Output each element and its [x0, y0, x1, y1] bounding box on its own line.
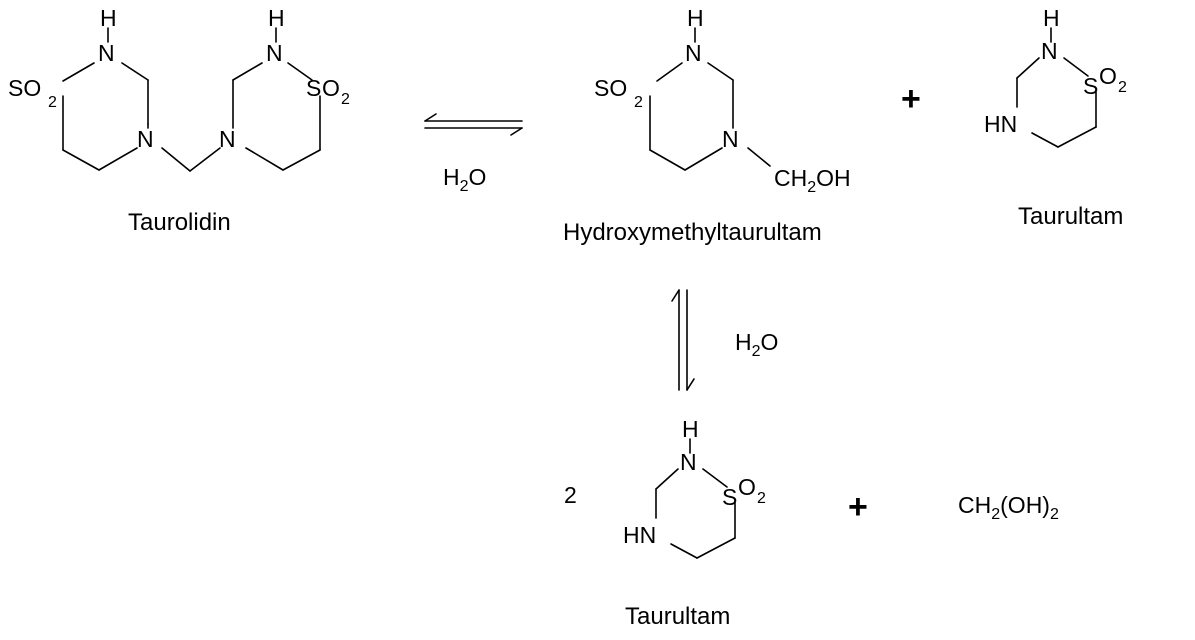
reagent-water-top: H2O [443, 164, 486, 195]
atom-n: N [98, 40, 115, 66]
atom-n: N [680, 449, 697, 475]
formaldehyde-hydrate: CH2(OH)2 [958, 492, 1059, 523]
atom-o: O [1099, 63, 1117, 89]
bond [1031, 132, 1059, 148]
atom-subscript: 2 [757, 490, 766, 507]
atom-so: SO [594, 75, 627, 101]
atom-h: H [268, 5, 285, 31]
bond [1016, 57, 1040, 79]
stoichiometric-coefficient: 2 [564, 482, 577, 508]
atom-h: H [1043, 5, 1060, 31]
atom-hn: HN [623, 522, 656, 548]
bond [1063, 57, 1089, 77]
taurultam-bottom-structure: H N S O 2 HN [623, 416, 766, 559]
equilibrium-arrow-vertical [671, 289, 695, 391]
atom-so: SO [8, 75, 41, 101]
bond [670, 543, 698, 559]
bond [702, 468, 728, 488]
bond [232, 62, 263, 81]
atom-n: N [722, 126, 739, 152]
hydroxymethyltaurultam-structure: SO 2 H N N CH2OH [594, 5, 851, 196]
compound-name-hydroxymethyltaurultam: Hydroxymethyltaurultam [563, 219, 822, 246]
atom-subscript: 2 [341, 91, 350, 108]
bond [655, 468, 679, 490]
bond [1057, 126, 1097, 148]
bond [161, 147, 191, 172]
plus-sign-bottom: + [848, 488, 868, 526]
bond [649, 149, 686, 171]
bond [656, 62, 683, 82]
atom-n: N [1041, 38, 1058, 64]
taurolidin-structure: SO 2 H N N N H N S O 2 [8, 5, 350, 172]
bond [189, 147, 221, 172]
atom-h: H [100, 5, 117, 31]
atom-o: O [322, 75, 340, 101]
bond [121, 62, 149, 81]
atom-h: H [682, 416, 699, 442]
compound-name-taurultam-bottom: Taurultam [625, 603, 730, 630]
atom-subscript: 2 [1118, 79, 1127, 96]
reagent-water-right: H2O [735, 329, 778, 360]
atom-n: N [137, 126, 154, 152]
plus-sign-top: + [901, 80, 921, 118]
bond [62, 62, 95, 82]
bond [696, 537, 736, 559]
bond [747, 147, 771, 167]
bond [282, 149, 321, 171]
taurultam-top-structure: H N S O 2 HN [984, 5, 1127, 148]
atom-o: O [738, 474, 756, 500]
atom-s: S [722, 484, 737, 510]
group-ch2oh: CH2OH [774, 165, 851, 196]
atom-subscript: 2 [48, 94, 57, 111]
bond [245, 147, 284, 171]
compound-name-taurultam-top: Taurultam [1018, 203, 1123, 230]
atom-hn: HN [984, 111, 1017, 137]
equilibrium-arrow-horizontal [424, 113, 523, 136]
compound-name-taurolidin: Taurolidin [128, 209, 231, 236]
bond [707, 62, 734, 81]
atom-n: N [266, 40, 283, 66]
atom-h: H [687, 5, 704, 31]
atom-s: S [306, 75, 321, 101]
atom-subscript: 2 [634, 94, 643, 111]
bond [98, 147, 138, 171]
atom-n: N [685, 40, 702, 66]
bond [684, 147, 723, 171]
atom-n: N [219, 126, 236, 152]
bond [62, 149, 100, 171]
bond [287, 62, 313, 81]
atom-s: S [1083, 73, 1098, 99]
